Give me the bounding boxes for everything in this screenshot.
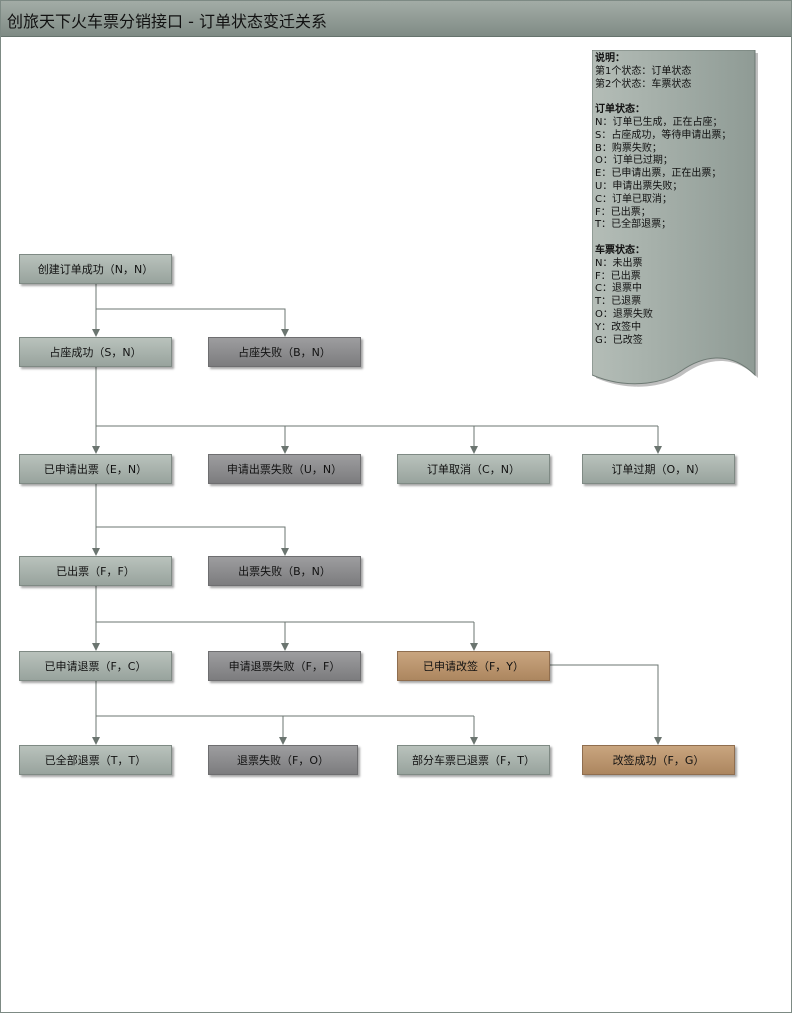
title-bar: 创旅天下火车票分销接口 - 订单状态变迁关系 bbox=[1, 1, 791, 37]
node-order-expired: 订单过期（O，N） bbox=[582, 454, 735, 484]
legend-note-shape bbox=[592, 50, 758, 387]
legend-order-state: S：占座成功，等待申请出票； bbox=[595, 129, 732, 141]
node-refund-apply-fail: 申请退票失败（F，F） bbox=[208, 651, 361, 681]
legend-title: 说明： bbox=[595, 53, 625, 64]
legend-order-state: T：已全部退票； bbox=[595, 219, 672, 231]
legend-ticket-state: C：退票中 bbox=[595, 283, 642, 295]
node-change-ok: 改签成功（F，G） bbox=[582, 745, 735, 775]
legend-spacer bbox=[595, 232, 755, 245]
legend-ticket-state: O：退票失败 bbox=[595, 308, 653, 320]
legend-order-state: F：已出票； bbox=[595, 206, 651, 218]
legend-spacer bbox=[595, 91, 755, 104]
legend-order-state: E：已申请出票，正在出票； bbox=[595, 168, 722, 180]
node-order-cancelled: 订单取消（C，N） bbox=[397, 454, 550, 484]
connector-change-applied-change-ok bbox=[550, 664, 662, 745]
legend-order-heading: 订单状态： bbox=[595, 104, 645, 116]
node-ticketed: 已出票（F，F） bbox=[19, 556, 172, 586]
legend-ticket-heading: 车票状态： bbox=[595, 244, 645, 256]
legend-order-state: B：购票失败； bbox=[595, 142, 662, 154]
legend-note: 说明： 第1个状态：订单状态 第2个状态：车票状态 订单状态： N：订单已生成，… bbox=[592, 50, 758, 390]
page-title: 创旅天下火车票分销接口 - 订单状态变迁关系 bbox=[7, 12, 327, 31]
node-refund-fail: 退票失败（F，O） bbox=[208, 745, 358, 775]
node-refund-applied: 已申请退票（F，C） bbox=[19, 651, 172, 681]
node-seat-fail: 占座失败（B，N） bbox=[208, 337, 361, 367]
node-ticketing-apply-fail: 申请出票失败（U，N） bbox=[208, 454, 361, 484]
connector-ticketing-applied-fail bbox=[96, 526, 289, 556]
node-partial-refunded: 部分车票已退票（F，T） bbox=[397, 745, 550, 775]
node-all-refunded: 已全部退票（T，T） bbox=[19, 745, 172, 775]
legend-order-state: C：订单已取消； bbox=[595, 193, 672, 205]
node-ticketing-applied: 已申请出票（E，N） bbox=[19, 454, 172, 484]
legend-line: 第2个状态：车票状态 bbox=[595, 78, 692, 90]
legend-ticket-state: G：已改签 bbox=[595, 334, 643, 346]
legend-ticket-state: T：已退票 bbox=[595, 296, 642, 308]
node-seat-ok: 占座成功（S，N） bbox=[19, 337, 172, 367]
legend-order-state: U：申请出票失败； bbox=[595, 180, 683, 192]
node-ticketing-fail: 出票失败（B，N） bbox=[208, 556, 361, 586]
legend-order-state: O：订单已过期； bbox=[595, 155, 673, 167]
node-change-applied: 已申请改签（F，Y） bbox=[397, 651, 550, 681]
legend-ticket-state: Y：改签中 bbox=[595, 321, 642, 333]
legend-order-state: N：订单已生成，正在占座； bbox=[595, 116, 723, 128]
legend-ticket-state: F：已出票 bbox=[595, 270, 641, 282]
legend-line: 第1个状态：订单状态 bbox=[595, 65, 692, 77]
node-created: 创建订单成功（N，N） bbox=[19, 254, 172, 284]
connector-created-seat-fail bbox=[96, 308, 289, 337]
legend-text: 说明： 第1个状态：订单状态 第2个状态：车票状态 订单状态： N：订单已生成，… bbox=[595, 53, 755, 347]
legend-ticket-state: N：未出票 bbox=[595, 257, 643, 269]
